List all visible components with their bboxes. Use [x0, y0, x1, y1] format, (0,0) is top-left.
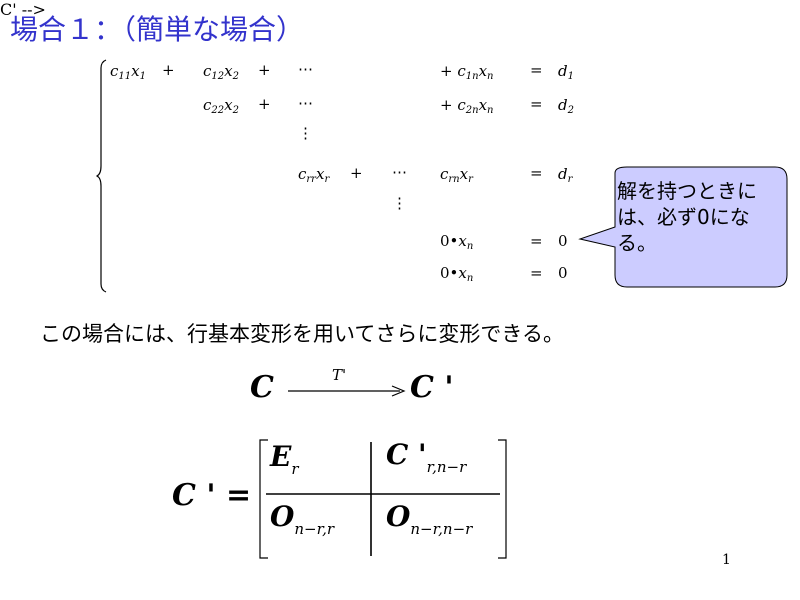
row4-equals: = [530, 232, 543, 250]
row3-plus: + [350, 164, 363, 182]
block-c-prime: C 'r,n−r [386, 438, 467, 476]
row1-equals: = [530, 61, 543, 79]
transform-label: T' [332, 366, 347, 384]
block-o-left: On−r,r [270, 500, 335, 538]
system-left-brace [96, 59, 107, 293]
row5-equals: = [530, 264, 543, 282]
row1-plus2: + [258, 61, 271, 79]
row2-plus: + [258, 95, 271, 113]
block-o-right: On−r,n−r [386, 500, 473, 538]
row2-dots: ⋯ [298, 94, 313, 112]
row1-term1: c11x1 [110, 62, 146, 82]
row3-term: crrxr [298, 165, 330, 185]
matrix-c: C [250, 370, 274, 405]
slide-title: 場合１：（簡単な場合） [10, 13, 305, 46]
row3-dots: ⋯ [392, 163, 407, 181]
page-number: 1 [722, 552, 731, 568]
row2-rhs: d2 [558, 96, 574, 116]
row2-last-term: + c2nxn [440, 96, 494, 116]
row4-term: 0•xn [440, 232, 474, 252]
row5-term: 0•xn [440, 264, 474, 284]
vertical-dots-1: ⋮ [298, 124, 313, 142]
row4-rhs: 0 [558, 232, 568, 250]
row2-term2: c22x2 [203, 96, 239, 116]
transform-arrow [288, 385, 406, 397]
row1-dots: ⋯ [298, 60, 313, 78]
row1-last-term: + c1nxn [440, 62, 494, 82]
row1-rhs: d1 [558, 62, 574, 82]
row5-rhs: 0 [558, 264, 568, 282]
callout-text: 解を持つときには、必ず0になる。 [617, 179, 757, 255]
row3-last-term: crnxr [440, 165, 473, 185]
explanation-sentence: この場合には、行基本変形を用いてさらに変形できる。 [40, 322, 564, 346]
block-e: Er [270, 440, 299, 478]
matrix-lhs: C ' = [172, 478, 252, 513]
row2-equals: = [530, 95, 543, 113]
matrix-c-prime: C ' [410, 370, 454, 405]
block-matrix-frame [259, 439, 507, 559]
row1-plus1: + [162, 61, 175, 79]
row1-term2: c12x2 [203, 62, 239, 82]
vertical-dots-2: ⋮ [392, 194, 407, 212]
callout-bubble [578, 166, 788, 288]
row3-rhs: dr [558, 165, 573, 185]
row3-equals: = [530, 164, 543, 182]
